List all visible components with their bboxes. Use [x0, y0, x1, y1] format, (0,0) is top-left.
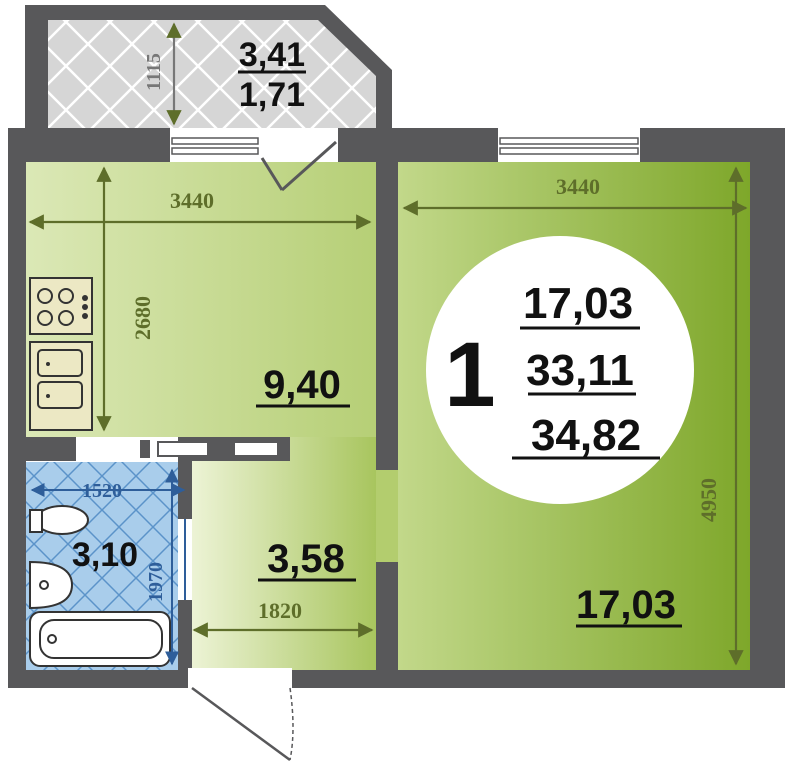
balcony-depth-label: 1115: [143, 53, 165, 91]
living-length-label: 4950: [696, 478, 721, 522]
living-width-label: 3440: [556, 174, 600, 199]
bathroom-door: [178, 519, 192, 600]
bathroom-length-label: 1970: [145, 562, 167, 602]
total-area: 33,11: [526, 346, 634, 395]
balcony-area-reduced: 1,71: [239, 76, 305, 114]
partition-blocks: [140, 440, 279, 458]
living-room-area: 17,03: [576, 583, 676, 627]
entrance-door: [188, 668, 294, 762]
washbasin-icon: [29, 560, 74, 610]
balcony-area: 3,41: [239, 36, 305, 74]
summary-badge: [426, 236, 694, 504]
bathroom-area: 3,10: [72, 536, 138, 574]
kitchen-length-label: 2680: [130, 296, 155, 340]
bathroom-width-label: 1520: [82, 480, 122, 502]
hallway-area: 3,58: [267, 537, 345, 581]
balcony-floor: [48, 18, 376, 128]
rooms-count: 1: [444, 324, 495, 426]
hallway-link-floor: [376, 470, 398, 562]
hallway-width-label: 1820: [258, 598, 302, 623]
kitchen-area: 9,40: [263, 363, 341, 407]
balcony-door: [260, 128, 338, 192]
living-area: 17,03: [523, 279, 633, 328]
kitchen-window: [170, 128, 260, 162]
bathroom-door-opening: [76, 440, 178, 458]
bathtub-icon: [29, 611, 171, 667]
living-room-window: [498, 128, 640, 162]
dimension-lines: [28, 22, 748, 666]
toilet-icon: [29, 505, 89, 535]
sink-icon: [29, 341, 93, 431]
total-area-with-balcony: 34,82: [531, 411, 641, 460]
stove-icon: [29, 277, 93, 335]
kitchen-width-label: 3440: [170, 188, 214, 213]
bathroom-dimension-lines: [30, 468, 186, 666]
